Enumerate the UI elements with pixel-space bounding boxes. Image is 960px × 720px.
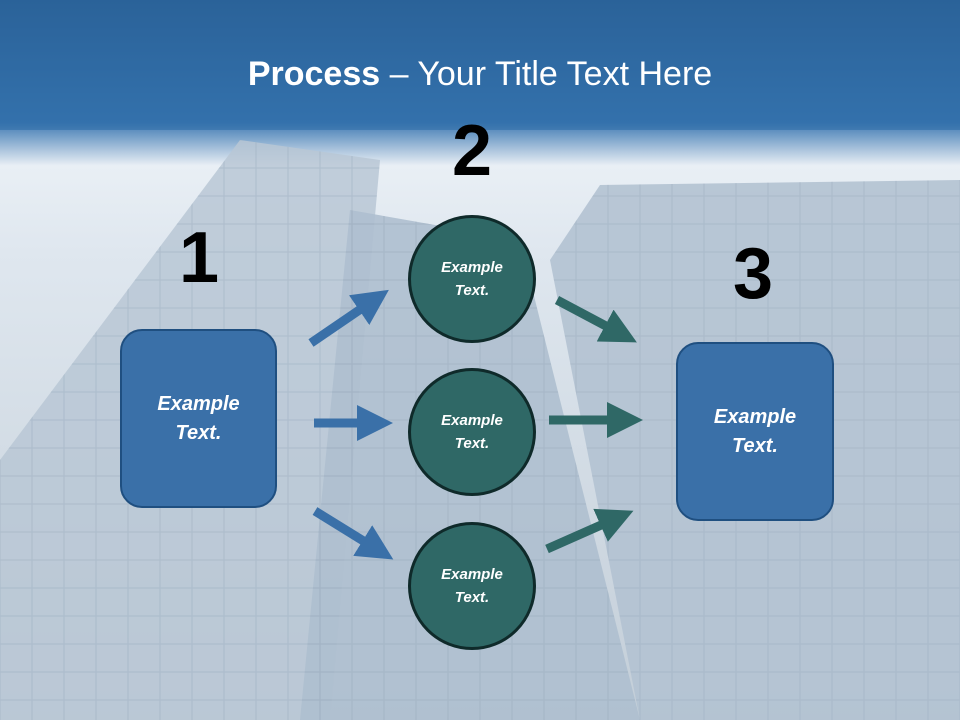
left-process-box[interactable]: Example Text.: [120, 329, 277, 508]
right-box-line1: Example: [713, 405, 797, 428]
left-box-line1: Example: [157, 392, 240, 415]
circle-middle-line1: Example: [441, 412, 503, 429]
right-box-text: Example Text.: [714, 403, 796, 461]
circle-middle-line2: Text.: [454, 435, 490, 452]
circle-top-line1: Example: [441, 259, 503, 276]
step-number-2: 2: [451, 111, 493, 191]
arrow-right-icon: [545, 508, 634, 554]
arrow-right-icon: [554, 296, 637, 343]
title-rest: – Your Title Text Here: [380, 55, 713, 93]
slide-title: Process – Your Title Text Here: [0, 52, 960, 96]
circle-bottom-text: Example Text.: [441, 563, 503, 609]
left-box-line2: Text.: [175, 421, 222, 444]
right-process-box[interactable]: Example Text.: [676, 342, 834, 521]
step-number-3: 3: [732, 234, 774, 314]
circle-bottom-line1: Example: [441, 566, 503, 583]
circle-step-top[interactable]: Example Text.: [408, 215, 536, 343]
circle-bottom-line2: Text.: [454, 589, 490, 606]
step-number-1: 1: [178, 218, 220, 298]
circle-top-text: Example Text.: [441, 256, 503, 302]
circle-step-middle[interactable]: Example Text.: [408, 368, 536, 496]
arrow-right-icon: [312, 507, 394, 560]
arrow-right-icon: [308, 289, 389, 347]
left-box-text: Example Text.: [157, 390, 239, 448]
right-box-line2: Text.: [732, 434, 778, 457]
title-bold: Process: [247, 55, 381, 93]
circle-step-bottom[interactable]: Example Text.: [408, 522, 536, 650]
circle-top-line2: Text.: [454, 282, 490, 299]
circle-middle-text: Example Text.: [441, 409, 503, 455]
